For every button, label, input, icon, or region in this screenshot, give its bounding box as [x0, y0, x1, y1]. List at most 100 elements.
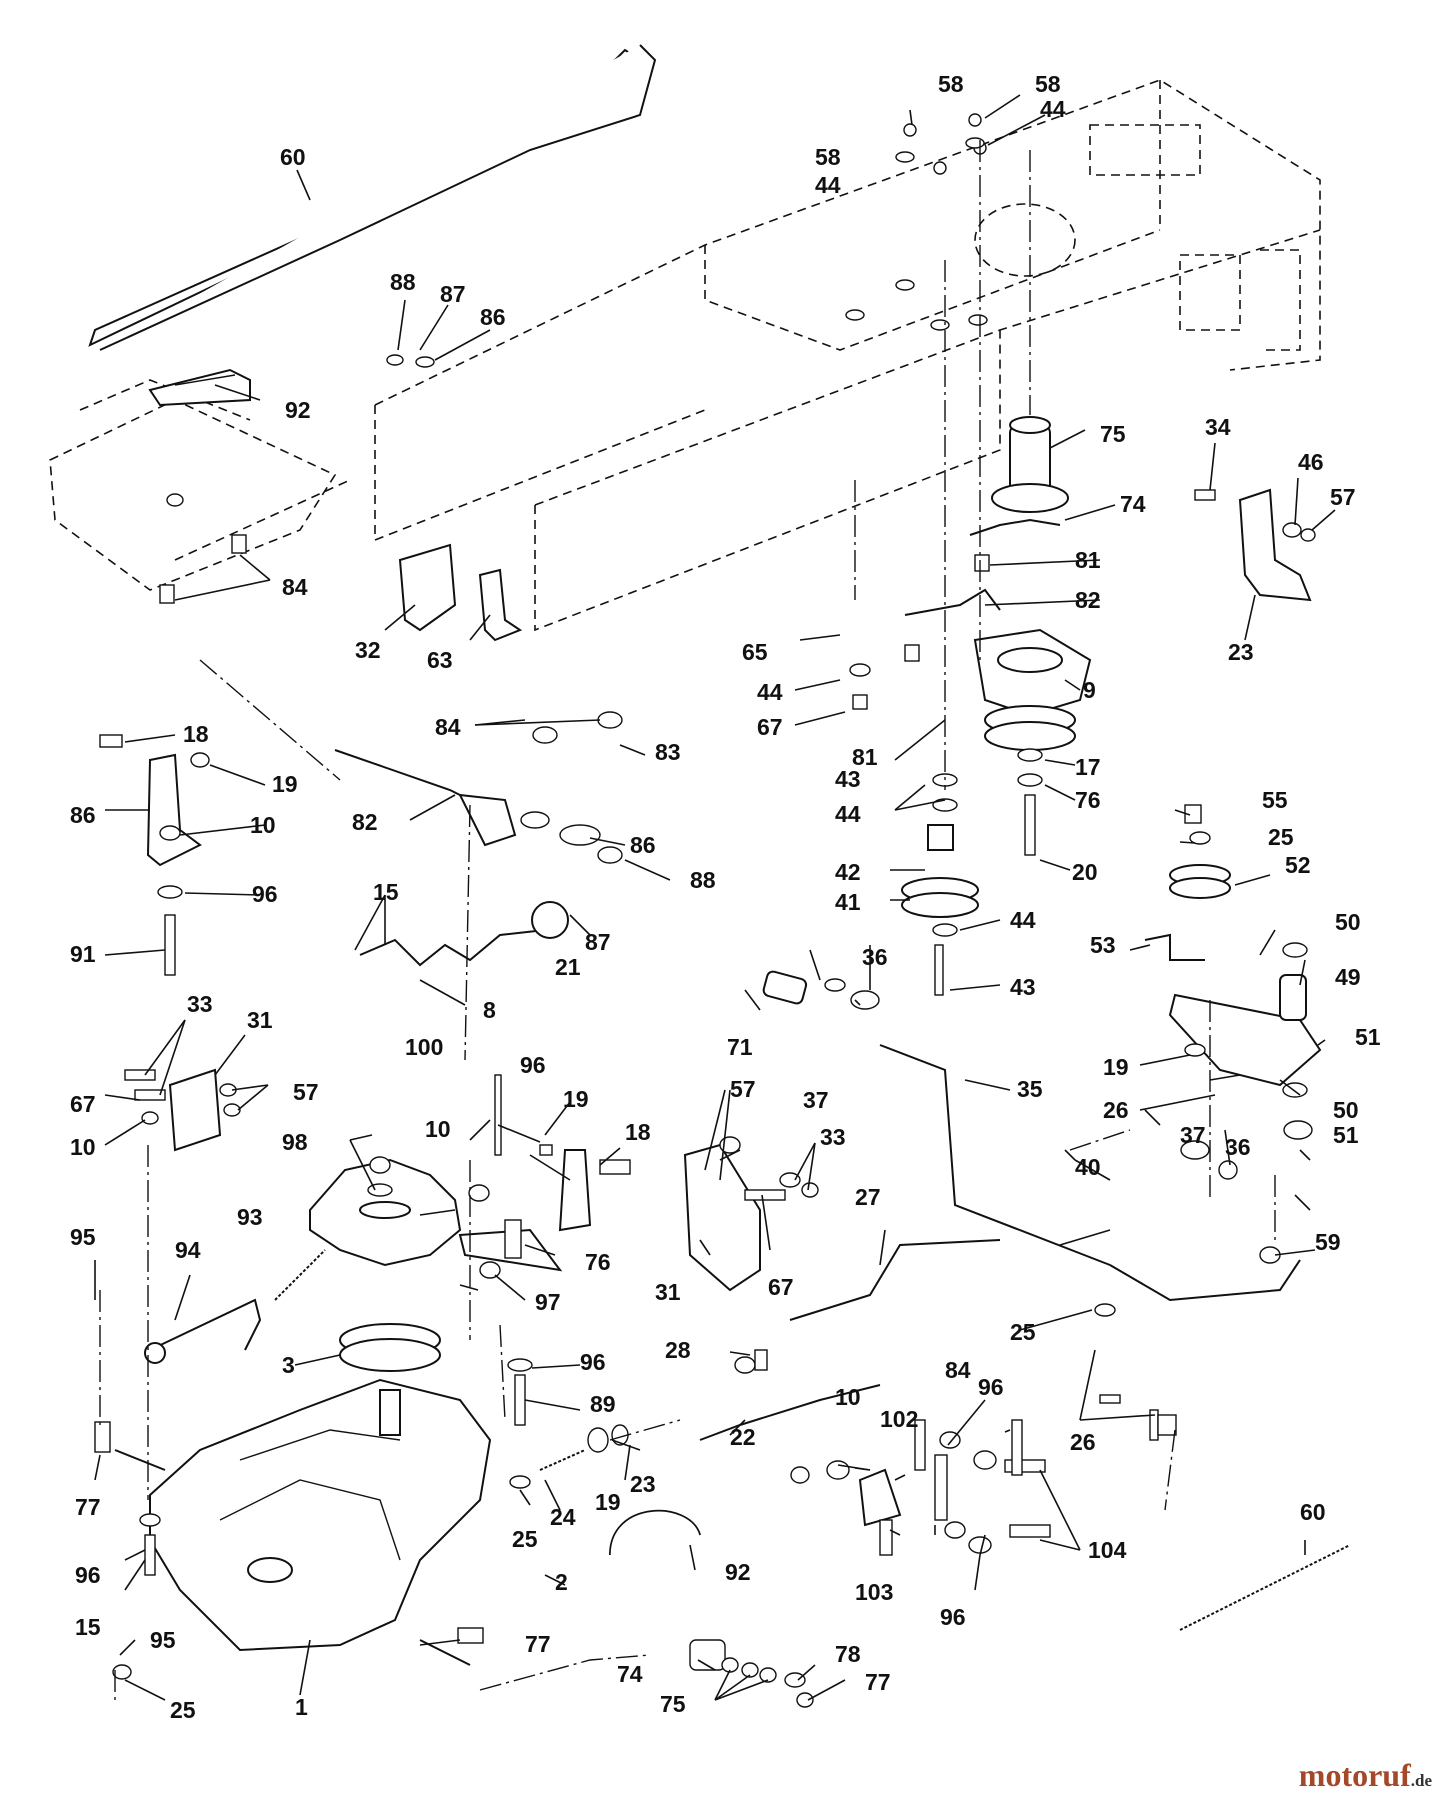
callout-8: 8 — [483, 997, 496, 1023]
callout-55: 60 — [1300, 1499, 1326, 1525]
callout-31: 32 — [355, 637, 381, 663]
callout-100-c: 96 — [75, 1562, 101, 1588]
callout-74: 74 — [617, 1661, 643, 1687]
callout-86-b: 86 — [630, 832, 656, 858]
callout-44: 49 — [1335, 964, 1361, 990]
callout-51-a: 58 — [938, 71, 964, 97]
callout-42-c: 44 — [757, 679, 783, 705]
callout-29: 28 — [665, 1337, 691, 1363]
fan-and-pulley — [309, 1158, 462, 1372]
callout-52-a: 57 — [1330, 484, 1356, 510]
callout-73: 76 — [585, 1249, 611, 1275]
callout-91: 89 — [590, 1391, 616, 1417]
callout-97: 96 — [520, 1052, 546, 1078]
callout-16-a: 10 — [250, 812, 276, 838]
callout-59: 65 — [742, 639, 768, 665]
callout-19-d: 19 — [1103, 1054, 1129, 1080]
callout-82: 83 — [655, 739, 681, 765]
callout-63: 75 — [1100, 421, 1126, 447]
callout-86-top: 86 — [480, 304, 506, 330]
callout-46: 51 — [1333, 1122, 1359, 1148]
callout-3: 3 — [282, 1352, 295, 1378]
callout-95: 94 — [175, 1237, 201, 1263]
callout-83: 84 — [435, 714, 461, 740]
callout-92: 91 — [70, 941, 96, 967]
callout-39: 43 — [1010, 974, 1036, 1000]
callout-40: 42 — [835, 859, 861, 885]
callout-35-a: 36 — [862, 944, 888, 970]
callout-23: 23 — [1228, 639, 1254, 665]
callout-98: 97 — [535, 1289, 561, 1315]
callout-100-b: 96 — [580, 1349, 606, 1375]
callout-52-c: 57 — [730, 1076, 756, 1102]
callout-65: 76 — [1075, 787, 1101, 813]
callout-47: 52 — [1285, 852, 1311, 878]
callout-53: 59 — [1315, 1229, 1341, 1255]
callout-61-b: 67 — [70, 1091, 96, 1117]
watermark-logo: motoruf.de — [1299, 1757, 1432, 1794]
callout-88-b: 88 — [690, 867, 716, 893]
watermark-brand: motoruf — [1298, 1757, 1411, 1793]
callout-19-a: 19 — [272, 771, 298, 797]
frame-outline — [49, 79, 1321, 632]
callout-labels: 60 92 84 32 63 88 87 86 58 58 44 58 44 7… — [70, 71, 1381, 1723]
callout-32-b: 33 — [820, 1124, 846, 1150]
cross-shaft — [762, 970, 1301, 1321]
callout-9: 9 — [1083, 677, 1096, 703]
callout-57: 60 — [280, 144, 306, 170]
callout-19-c: 19 — [595, 1489, 621, 1515]
callout-17: 17 — [1075, 754, 1101, 780]
callout-75: 75 — [660, 1691, 686, 1717]
callout-42-a: 44 — [1040, 96, 1066, 122]
callout-78: 78 — [835, 1641, 861, 1667]
callout-42-d: 44 — [835, 801, 861, 827]
callout-35-b: 36 — [1225, 1134, 1251, 1160]
callout-38: 41 — [835, 889, 861, 915]
callout-50: 55 — [1262, 787, 1288, 813]
callout-69: 84 — [282, 574, 308, 600]
callout-22: 22 — [730, 1424, 756, 1450]
fasteners — [94, 113, 1316, 1708]
idler-pulley — [901, 824, 979, 996]
callout-100-e: 96 — [940, 1604, 966, 1630]
callout-15: 15 — [75, 1614, 101, 1640]
callout-81: 82 — [352, 809, 378, 835]
callout-102: 98 — [282, 1129, 308, 1155]
callout-104: 102 — [880, 1406, 918, 1432]
right-idler — [1144, 864, 1322, 1087]
callout-61-c: 67 — [768, 1274, 794, 1300]
callout-61-a: 67 — [757, 714, 783, 740]
callout-20: 20 — [1072, 859, 1098, 885]
callout-24: 23 — [630, 1471, 656, 1497]
callout-60: 74 — [1120, 491, 1146, 517]
callout-49: 53 — [1090, 932, 1116, 958]
callout-88-top: 88 — [390, 269, 416, 295]
callout-93: 92 — [725, 1559, 751, 1585]
callout-76: 77 — [865, 1669, 891, 1695]
callout-71: 86 — [70, 802, 96, 828]
rods-and-springs — [539, 1384, 1351, 1631]
callout-26-b: 25 — [512, 1526, 538, 1552]
clutch-assembly — [904, 416, 1092, 751]
callout-89: 92 — [285, 397, 311, 423]
drive-belt — [88, 44, 657, 351]
callout-33: 34 — [1205, 414, 1231, 440]
callout-96-b: 95 — [150, 1627, 176, 1653]
callout-100-a: 96 — [252, 881, 278, 907]
callout-21: 21 — [555, 954, 581, 980]
callout-45-b: 50 — [1333, 1097, 1359, 1123]
callout-1: 1 — [295, 1694, 308, 1720]
belt-guard — [148, 368, 251, 407]
callout-34: 35 — [1017, 1076, 1043, 1102]
callout-10: 15 — [373, 879, 399, 905]
leader-lines — [94, 94, 1336, 1701]
callout-84: 84 — [945, 1357, 971, 1383]
callout-103: 100 — [405, 1034, 443, 1060]
callout-52-b: 57 — [293, 1079, 319, 1105]
callout-96-a: 95 — [70, 1224, 96, 1250]
callout-67-b: 81 — [852, 744, 878, 770]
callout-67-a: 81 — [1075, 547, 1101, 573]
callout-48: 51 — [1355, 1024, 1381, 1050]
callout-18-a: 18 — [183, 721, 209, 747]
callout-16-b: 10 — [70, 1134, 96, 1160]
